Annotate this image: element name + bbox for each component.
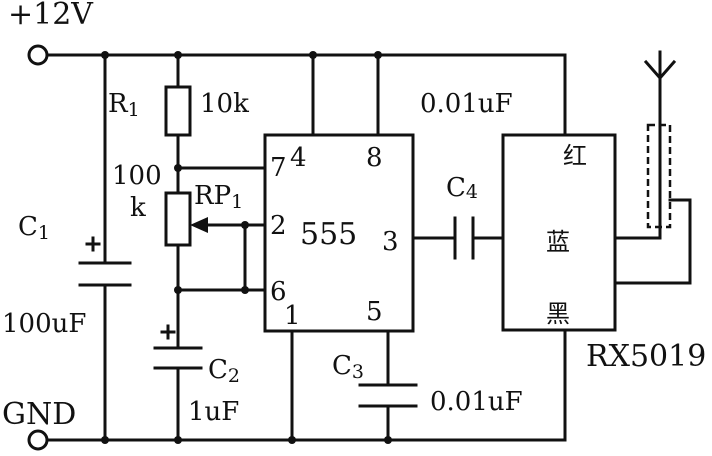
c1-polarity-mark <box>85 236 101 252</box>
rp1-value-line2: k <box>130 193 146 223</box>
c4-label: C4 <box>446 173 478 203</box>
antenna-coil <box>646 123 672 229</box>
ic-555-name: 555 <box>300 217 357 252</box>
ic-pin-4: 4 <box>290 143 307 173</box>
supply-rail <box>45 53 567 137</box>
antenna-return <box>613 198 692 285</box>
ic-pin-1: 1 <box>284 301 301 331</box>
ground-label: GND <box>2 397 76 432</box>
ground-terminal <box>27 429 49 451</box>
antenna-tip <box>643 59 677 81</box>
ic-pin-3: 3 <box>382 227 399 257</box>
junction-c1-ground <box>101 436 109 444</box>
r1-resistor <box>164 85 192 137</box>
c1-value: 100uF <box>2 309 86 339</box>
c2-value: 1uF <box>188 397 239 427</box>
ic-pin-8: 8 <box>366 143 383 173</box>
supply-label: +12V <box>8 0 94 32</box>
c3-label: C3 <box>332 351 364 383</box>
rp1-value-line1: 100 <box>112 161 162 191</box>
rp1-label: RP1 <box>194 181 243 213</box>
junction-r1-supply <box>174 51 182 59</box>
ic-555-body <box>263 133 415 333</box>
rp1-wiper-arrow <box>190 217 208 233</box>
c2-polarity-mark <box>160 324 176 340</box>
ic-pin-6: 6 <box>270 277 287 307</box>
ic-pin-7: 7 <box>270 153 287 183</box>
c3-value: 0.01uF <box>430 387 523 417</box>
c2-label: C2 <box>208 355 240 387</box>
antenna-feed <box>613 50 662 240</box>
junction-c2-ground <box>174 436 182 444</box>
r1-value: 10k <box>200 89 249 119</box>
ic-pin-5: 5 <box>366 297 383 327</box>
c1-label: C1 <box>18 212 50 244</box>
ic-pin-2: 2 <box>270 211 287 241</box>
module-wire-blue-label: 蓝 <box>546 228 570 256</box>
junction-c1-supply <box>101 51 109 59</box>
module-name: RX5019 <box>586 339 706 374</box>
rp1-potentiometer <box>164 191 192 247</box>
r1-label: R1 <box>108 89 140 121</box>
module-wire-black-label: 黑 <box>546 300 570 328</box>
module-wire-red-label: 红 <box>563 142 587 170</box>
rx5019-module <box>501 133 617 332</box>
supply-terminal <box>27 44 49 66</box>
ground-rail <box>45 328 567 442</box>
c4-value: 0.01uF <box>420 89 513 119</box>
